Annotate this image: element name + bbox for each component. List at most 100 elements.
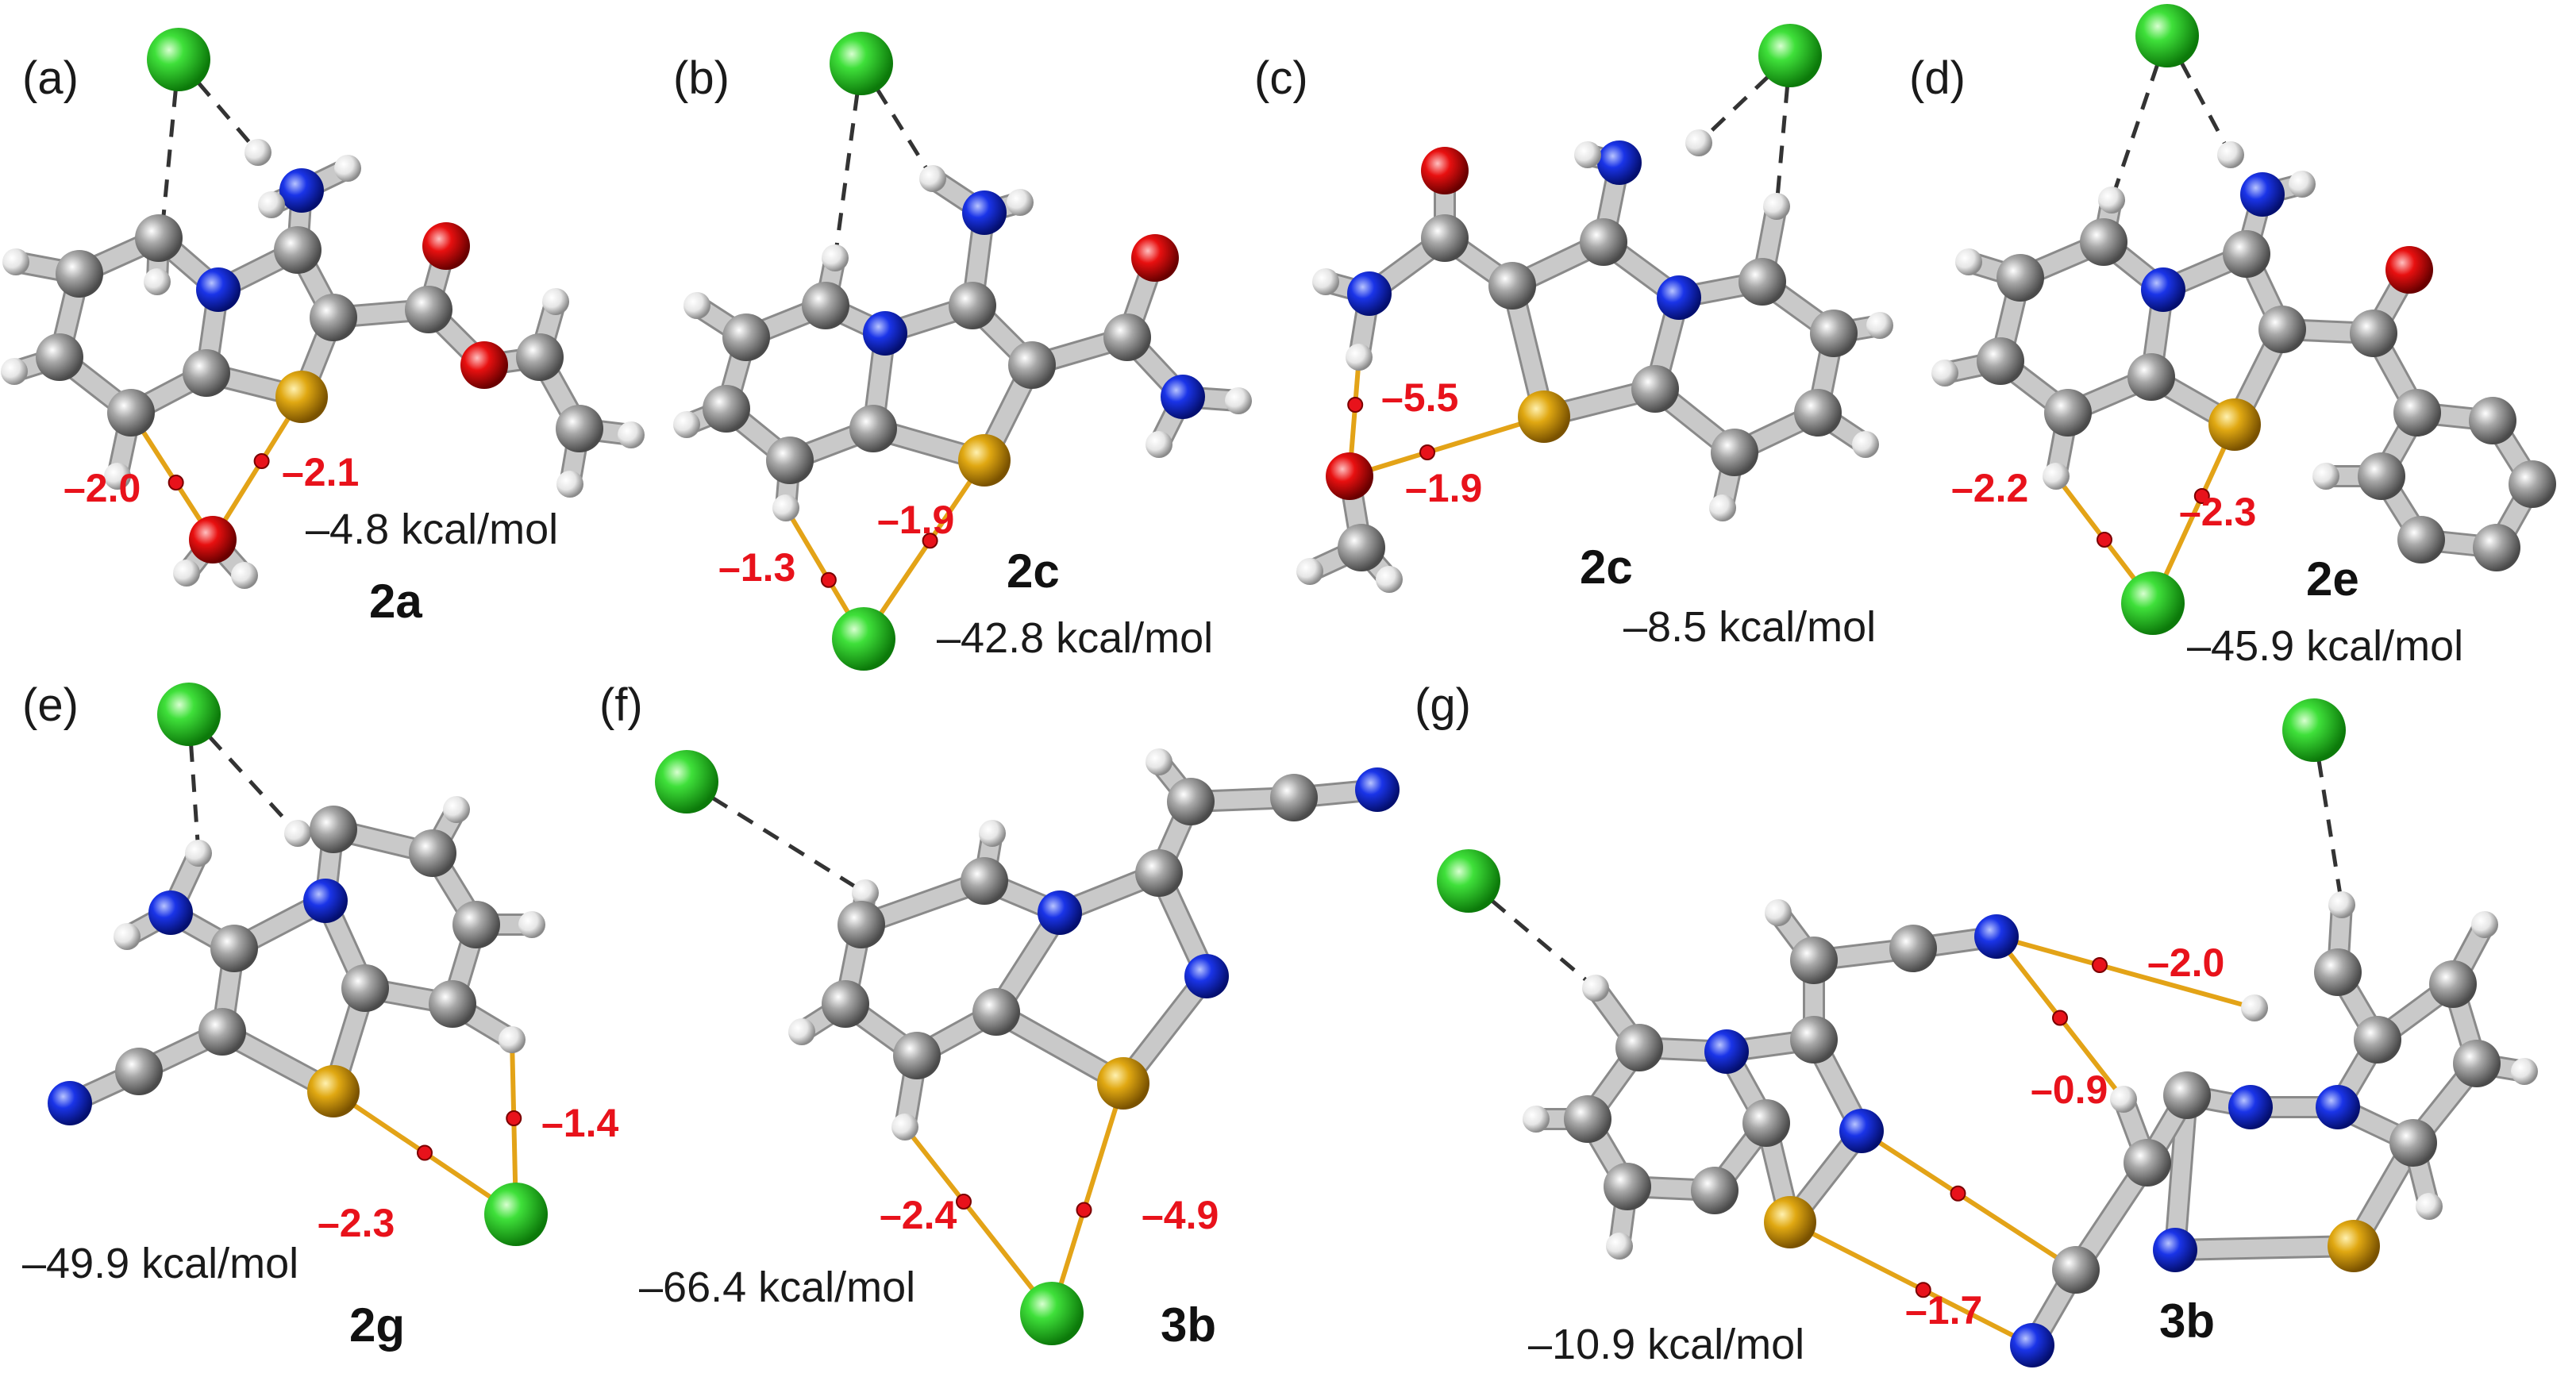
hydrogen-atom [919, 165, 946, 192]
carbon-atom [1889, 925, 1937, 972]
hydrogen-atom [1574, 141, 1601, 168]
carbon-atom [516, 333, 564, 381]
hydrogen-atom [1582, 975, 1609, 1002]
bcp-value-f-1: –2.4 [880, 1193, 957, 1237]
hydrogen-atom [284, 820, 311, 847]
hydrogen-atom [1852, 431, 1879, 458]
energy-label-b: –42.8 kcal/mol [937, 614, 1213, 662]
carbon-atom [2258, 306, 2306, 353]
bond-path-line [210, 395, 304, 541]
carbon-atom [2052, 1246, 2100, 1294]
carbon-atom [2397, 516, 2445, 563]
carbon-atom [2473, 524, 2520, 571]
carbon-atom [556, 405, 603, 452]
carbon-atom [822, 980, 869, 1028]
nitrogen-atom [962, 190, 1007, 235]
carbon-atom [135, 214, 183, 262]
carbon-atom [198, 1008, 246, 1056]
bond-critical-point [2092, 957, 2108, 973]
molecule-2c-c [1296, 24, 1893, 593]
carbon-atom [1711, 429, 1758, 476]
hydrogen-atom [499, 1026, 526, 1053]
hydrogen-bond-dashed-line [1774, 55, 1792, 207]
molecule-3b-g [1437, 698, 2538, 1367]
bcp-value-g-1: –2.0 [2147, 940, 2224, 985]
bond-path-line [1860, 1129, 2077, 1272]
sulfur-atom [307, 1065, 360, 1117]
bcp-value-c-2: –1.9 [1405, 466, 1482, 510]
oxygen-atom [460, 341, 508, 389]
carbon-atom [341, 964, 389, 1012]
carbon-atom [1488, 262, 1536, 310]
bond-path-line [861, 459, 987, 640]
hydrogen-atom [2511, 1058, 2538, 1085]
molecule-2g [48, 683, 548, 1246]
sulfur-atom [958, 434, 1011, 487]
carbon-atom [409, 829, 456, 877]
bond-path-line [903, 1125, 1054, 1315]
hydrogen-atom [1606, 1233, 1633, 1260]
hydrogen-bond-dashed-line [1697, 54, 1792, 144]
carbon-atom [1691, 1167, 1739, 1214]
sulfur-atom [1764, 1196, 1816, 1248]
nitrogen-atom [303, 879, 348, 923]
bond-path-line [1349, 414, 1545, 479]
hydrogen-atom [1709, 494, 1736, 521]
sulfur-atom [2328, 1220, 2380, 1272]
bond-critical-point [1915, 1282, 1931, 1298]
hydrogen-atom [683, 292, 710, 319]
nitrogen-atom [196, 267, 241, 312]
hydrogen-atom [618, 421, 645, 448]
nitrogen-atom [2228, 1085, 2273, 1129]
carbon-atom [1742, 1099, 1790, 1147]
compound-label-d: 2e [2306, 552, 2359, 606]
hydrogen-atom [1955, 248, 1982, 275]
carbon-atom [722, 313, 770, 361]
sulfur-atom [2208, 398, 2261, 451]
panel-label-b: (b) [673, 52, 730, 104]
hydrogen-bond-dashed-line [2165, 34, 2233, 156]
bond-critical-point [2052, 1010, 2068, 1026]
hydrogen-atom [1765, 899, 1792, 926]
hydrogen-atom [2289, 171, 2316, 198]
compound-label-a: 2a [369, 575, 422, 628]
chloride-atom [1437, 849, 1500, 913]
oxygen-atom [1326, 452, 1373, 500]
hydrogen-atom [2, 248, 29, 275]
carbon-atom [2163, 1071, 2211, 1119]
hydrogen-atom [1931, 360, 1958, 387]
hydrogen-atom [1296, 558, 1323, 585]
carbon-atom [2124, 1139, 2171, 1187]
carbon-atom [766, 437, 814, 484]
hydrogen-atom [2098, 187, 2125, 213]
nitrogen-atom [863, 311, 907, 356]
chloride-atom [1020, 1282, 1084, 1345]
energy-label-f: –66.4 kcal/mol [639, 1264, 915, 1311]
bond-critical-point [1076, 1202, 1092, 1218]
hydrogen-atom [542, 288, 569, 315]
carbon-atom [2354, 1016, 2401, 1064]
oxygen-atom [1131, 234, 1179, 282]
carbon-atom [2223, 230, 2270, 278]
carbon-atom [310, 806, 357, 853]
energy-label-e: –49.9 kcal/mol [22, 1240, 298, 1287]
hydrogen-atom [2312, 463, 2339, 490]
hydrogen-atom [245, 139, 271, 166]
bond-path-line [1996, 934, 2255, 1010]
bond-critical-point [922, 533, 938, 549]
carbon-atom [2127, 353, 2175, 401]
compound-label-g: 3b [2159, 1294, 2215, 1348]
nitrogen-atom [48, 1081, 92, 1125]
hydrogen-atom [1, 358, 28, 385]
nitrogen-atom [1184, 954, 1229, 998]
carbon-atom [1270, 774, 1318, 821]
molecule-2e [1931, 4, 2556, 635]
chloride-atom [2121, 571, 2185, 635]
hydrogen-atom [518, 911, 545, 938]
nitrogen-atom [1161, 375, 1205, 419]
carbon-atom [310, 294, 357, 341]
panel-label-a: (a) [22, 52, 79, 104]
chloride-atom [484, 1183, 548, 1246]
carbon-atom [1631, 365, 1679, 413]
